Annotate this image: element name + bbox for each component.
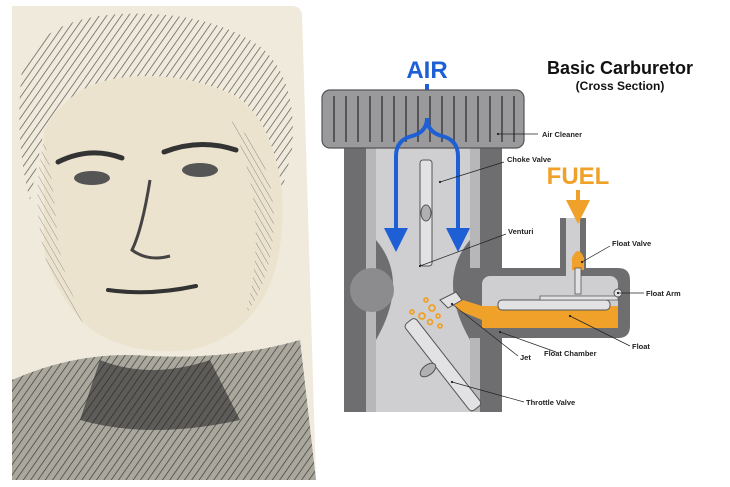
air-flow-arrows (384, 117, 470, 252)
float-assembly (497, 288, 623, 311)
air-label: AIR (406, 57, 447, 84)
diagram-title: Basic Carburetor (547, 58, 693, 78)
choke-valve-plate (419, 159, 433, 267)
diagram-subtitle: (Cross Section) (576, 79, 665, 93)
label-choke-valve: Choke Valve (507, 155, 551, 164)
fuel-label: FUEL (547, 163, 610, 190)
label-float-arm: Float Arm (646, 289, 681, 298)
label-air-cleaner: Air Cleaner (542, 130, 582, 139)
label-venturi: Venturi (508, 227, 533, 236)
label-throttle-valve: Throttle Valve (526, 398, 575, 407)
label-float: Float (632, 342, 650, 351)
throttle-valve-plate (404, 318, 482, 412)
leader-lines (418, 132, 644, 403)
float-valve-needle (572, 251, 584, 295)
air-cleaner-element (321, 89, 525, 149)
fuel-jet (439, 291, 463, 309)
label-float-valve: Float Valve (612, 239, 651, 248)
label-float-chamber: Float Chamber (544, 349, 597, 358)
label-jet: Jet (520, 353, 531, 362)
